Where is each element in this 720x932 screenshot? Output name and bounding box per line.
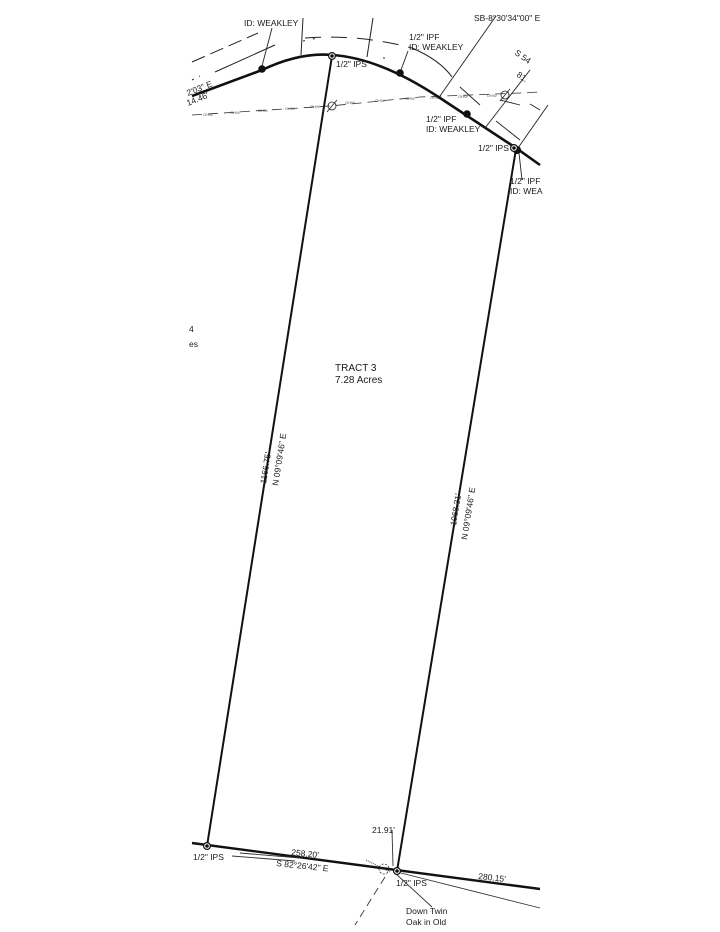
north-boundary-curve	[191, 53, 541, 167]
ips-label-ne: 1/2" IPS	[478, 143, 509, 153]
tree-note-line2: Oak in Old	[406, 917, 446, 927]
svg-text:OHW: OHW	[375, 98, 385, 103]
svg-text:OHW: OHW	[430, 95, 440, 100]
leader-lines	[261, 27, 523, 181]
ips-marker-icon	[203, 841, 212, 850]
svg-text:OHW: OHW	[258, 108, 268, 113]
tract-boundary	[206, 55, 517, 872]
south-continuation-distance: 280.15'	[478, 871, 507, 884]
tract-area: 7.28 Acres	[335, 375, 382, 386]
svg-text:OHW: OHW	[345, 100, 355, 105]
svg-text:OHW: OHW	[458, 94, 468, 99]
ips-marker-icon	[393, 866, 402, 875]
ips-marker-icon	[328, 51, 337, 60]
svg-text:OHW: OHW	[230, 110, 240, 115]
ipf-label-weakley-4-line2: ID: WEA	[510, 186, 543, 196]
ne-bearing-fragment: S 54	[513, 47, 533, 65]
ips-marker-icon	[510, 144, 519, 153]
east-line-distance: 1068.31'	[448, 492, 463, 526]
svg-text:OHW: OHW	[487, 93, 497, 98]
svg-text:OHW: OHW	[310, 104, 320, 109]
ipf-label-weakley-1: ID: WEAKLEY	[244, 18, 299, 28]
ne-distance-fragment: 81.	[515, 69, 530, 84]
overhead-wire: OHW OHW OHW OHW OHW OHW OHW OHW OHW OHW …	[191, 88, 541, 117]
ipf-marker-icon	[258, 65, 266, 73]
south-boundary-line	[191, 841, 541, 891]
svg-text:OHW: OHW	[285, 106, 295, 111]
ips-label-sw: 1/2" IPS	[193, 852, 224, 862]
ips-label-se: 1/2" IPS	[396, 878, 427, 888]
tree-note-line1: Down Twin	[406, 906, 448, 916]
adjacent-tract-fragment-line1: 4	[189, 324, 194, 334]
ipf-label-weakley-4-line1: 1/2" IPF	[510, 176, 540, 186]
road-right-of-way	[191, 17, 453, 81]
south-fence-lines	[231, 829, 541, 926]
tract-title: TRACT 3	[335, 363, 377, 374]
ipf-label-weakley-3-line2: ID: WEAKLEY	[426, 124, 481, 134]
ipf-label-weakley-3-line1: 1/2" IPF	[426, 114, 456, 124]
ipf-label-weakley-2-line1: 1/2" IPF	[409, 32, 439, 42]
west-line-distance: 1166.75'	[258, 451, 273, 484]
utility-pole-icon	[326, 99, 338, 113]
adjoining-lines-ne	[439, 15, 549, 149]
ne-top-bearing-fragment: SB-8°30'34"00" E	[474, 13, 541, 23]
svg-text:OHW: OHW	[405, 96, 415, 101]
south-line-distance: 258.20'	[291, 847, 320, 860]
west-line-bearing: N 09°09'46" E	[270, 432, 288, 486]
ipf-marker-icon	[463, 110, 471, 118]
tree-icon	[378, 863, 390, 875]
svg-text:OHW: OHW	[203, 112, 213, 117]
utility-pole-icon	[499, 88, 511, 102]
south-offset-distance: 21.91'	[372, 825, 395, 835]
ipf-marker-icon	[396, 69, 404, 77]
ipf-label-weakley-2-line2: ID: WEAKLEY	[409, 42, 464, 52]
ips-label-nw: 1/2" IPS	[336, 59, 367, 69]
adjacent-tract-fragment-line2: es	[189, 339, 198, 349]
